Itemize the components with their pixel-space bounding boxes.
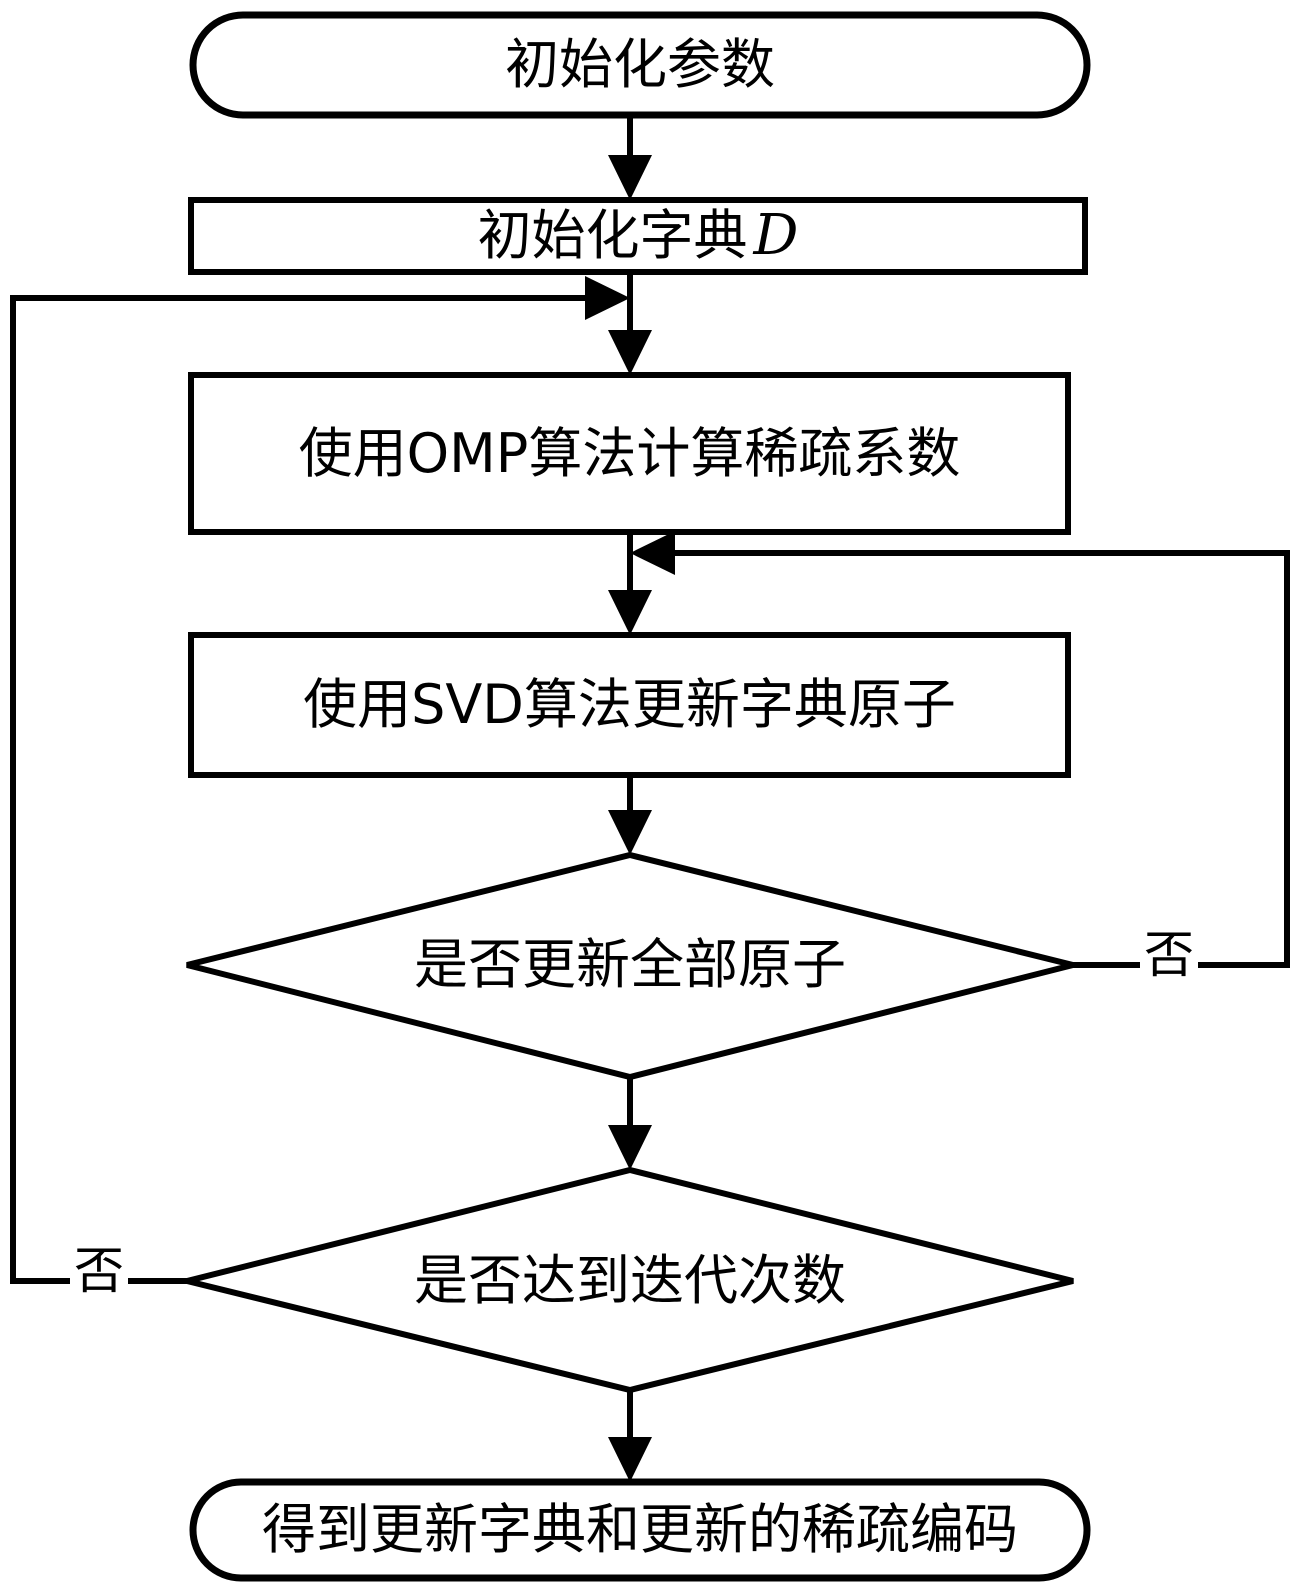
node-omp-sparse-shape[interactable] — [188, 372, 1071, 535]
arrow-head-e2 — [608, 330, 652, 375]
edge-label-no-right: 否 — [1140, 930, 1198, 980]
node-svd-update-shape[interactable] — [188, 632, 1071, 778]
node-result-shape[interactable] — [189, 1478, 1091, 1582]
node-iterations-reached-shape[interactable] — [186, 1166, 1074, 1394]
arrow-head-e8 — [608, 1437, 652, 1482]
arrow-head-e1 — [608, 155, 652, 200]
edge-label-no-left-text: 否 — [74, 1242, 124, 1300]
arrow-head-e5 — [608, 1125, 652, 1170]
edge-label-no-right-text: 否 — [1144, 926, 1194, 984]
arrow-head-e3 — [608, 590, 652, 635]
arrow-head-e7 — [585, 276, 630, 320]
node-init-dict-shape[interactable] — [188, 197, 1088, 275]
arrow-head-e6 — [630, 531, 675, 575]
edge-label-no-left: 否 — [70, 1246, 128, 1296]
node-init-params-shape[interactable] — [189, 11, 1091, 119]
arrow-head-e4 — [608, 810, 652, 855]
node-all-atoms-updated-shape[interactable] — [186, 851, 1074, 1081]
